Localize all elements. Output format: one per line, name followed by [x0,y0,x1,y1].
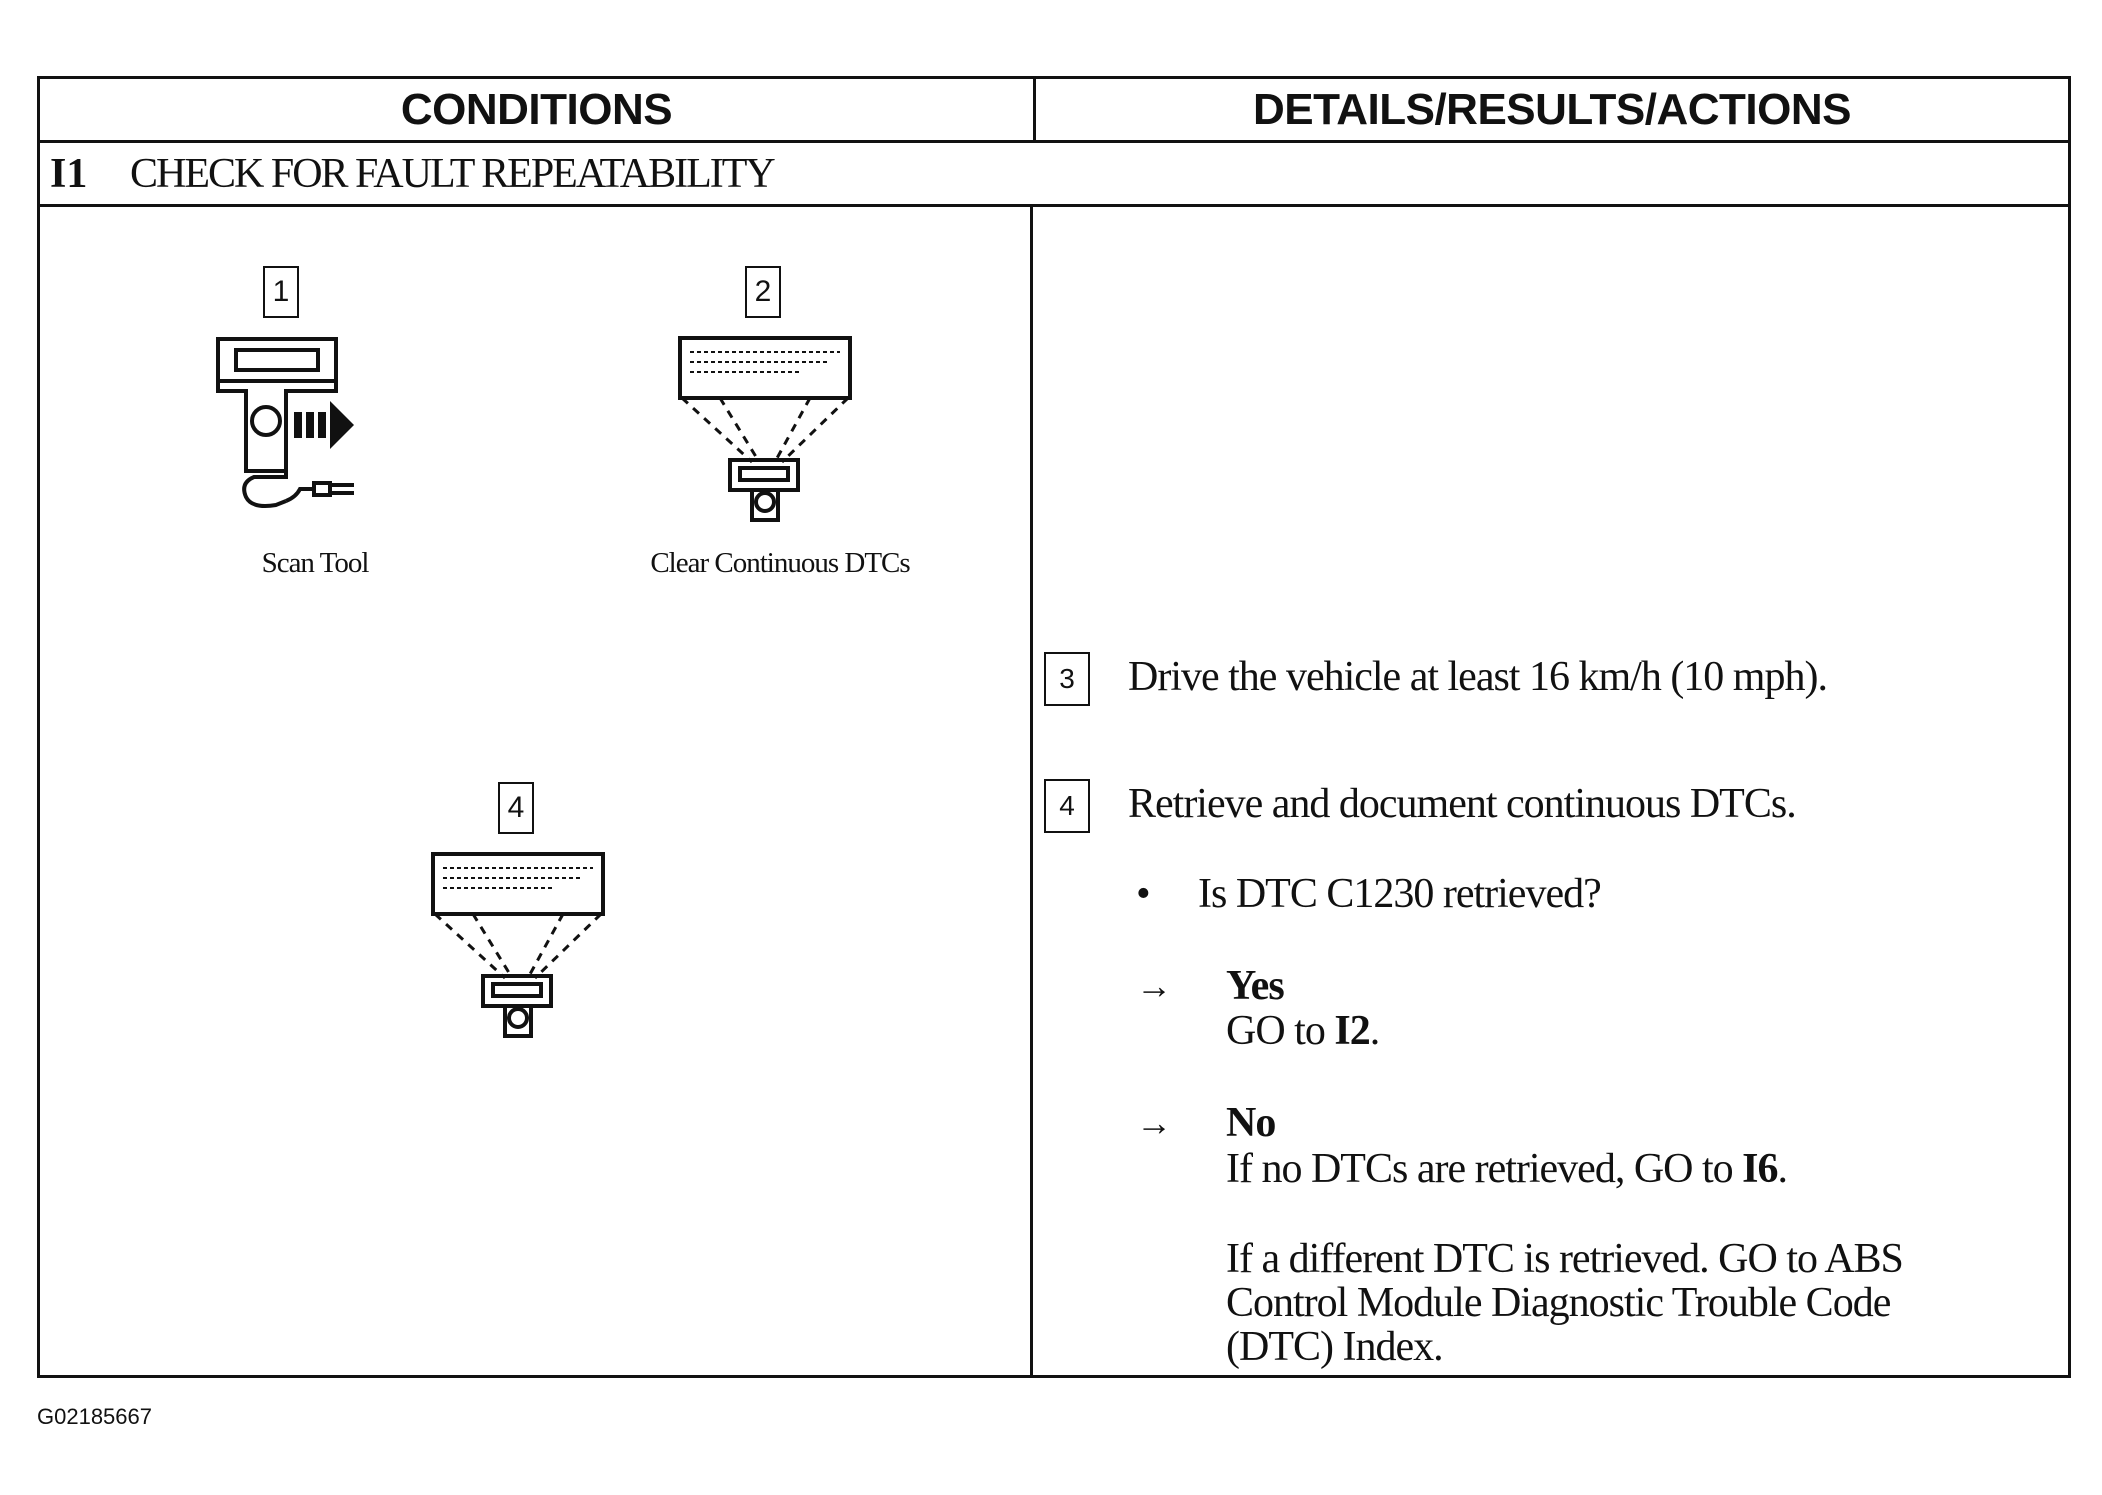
no-action-line-2: If a different DTC is retrieved. GO to A… [1226,1236,1904,1282]
figure-1-number: 1 [263,266,299,318]
question-text: Is DTC C1230 retrieved? [1198,871,1602,917]
step-3-text: Drive the vehicle at least 16 km/h (10 m… [1128,654,1828,700]
question-bullet: • [1136,871,1151,917]
no-action-line-4: (DTC) Index. [1226,1324,1444,1370]
figure-1-label: Scan Tool [261,547,370,579]
no-arrow-icon: → [1136,1103,1172,1143]
step-4-number: 4 [1044,779,1090,833]
scan-tool-icon [216,337,354,508]
figure-2-number: 2 [745,266,781,318]
actions-column: 3 Drive the vehicle at least 16 km/h (10… [1033,207,2068,1375]
step-id: I1 [50,150,88,197]
step-title: CHECK FOR FAULT REPEATABILITY [130,150,776,197]
yes-target[interactable]: I2 [1334,1008,1370,1054]
no-action-line-1: If no DTCs are retrieved, GO to I6. [1226,1146,1788,1192]
figure-2-label: Clear Continuous DTCs [650,547,910,579]
details-header: DETAILS/RESULTS/ACTIONS [1036,79,2068,143]
yes-label: Yes [1226,963,1285,1009]
scan-tool-display-icon [431,852,605,1038]
figure-4-number: 4 [498,782,534,834]
step-title-row: I1 CHECK FOR FAULT REPEATABILITY [40,143,2068,207]
yes-action: GO to I2. [1226,1008,1380,1054]
scan-tool-display-icon [678,336,852,522]
conditions-header: CONDITIONS [40,79,1036,143]
no-action-line-3: Control Module Diagnostic Trouble Code [1226,1280,1891,1326]
diagnostic-table: CONDITIONS DETAILS/RESULTS/ACTIONS I1 CH… [37,76,2071,1378]
conditions-column: 1 Scan Tool 2 [40,207,1033,1375]
no-label: No [1226,1100,1276,1146]
no-target[interactable]: I6 [1742,1146,1778,1192]
figure-id: G02185667 [37,1404,152,1429]
yes-arrow-icon: → [1136,966,1172,1006]
step-3-number: 3 [1044,652,1090,706]
step-4-text: Retrieve and document continuous DTCs. [1128,781,1797,827]
